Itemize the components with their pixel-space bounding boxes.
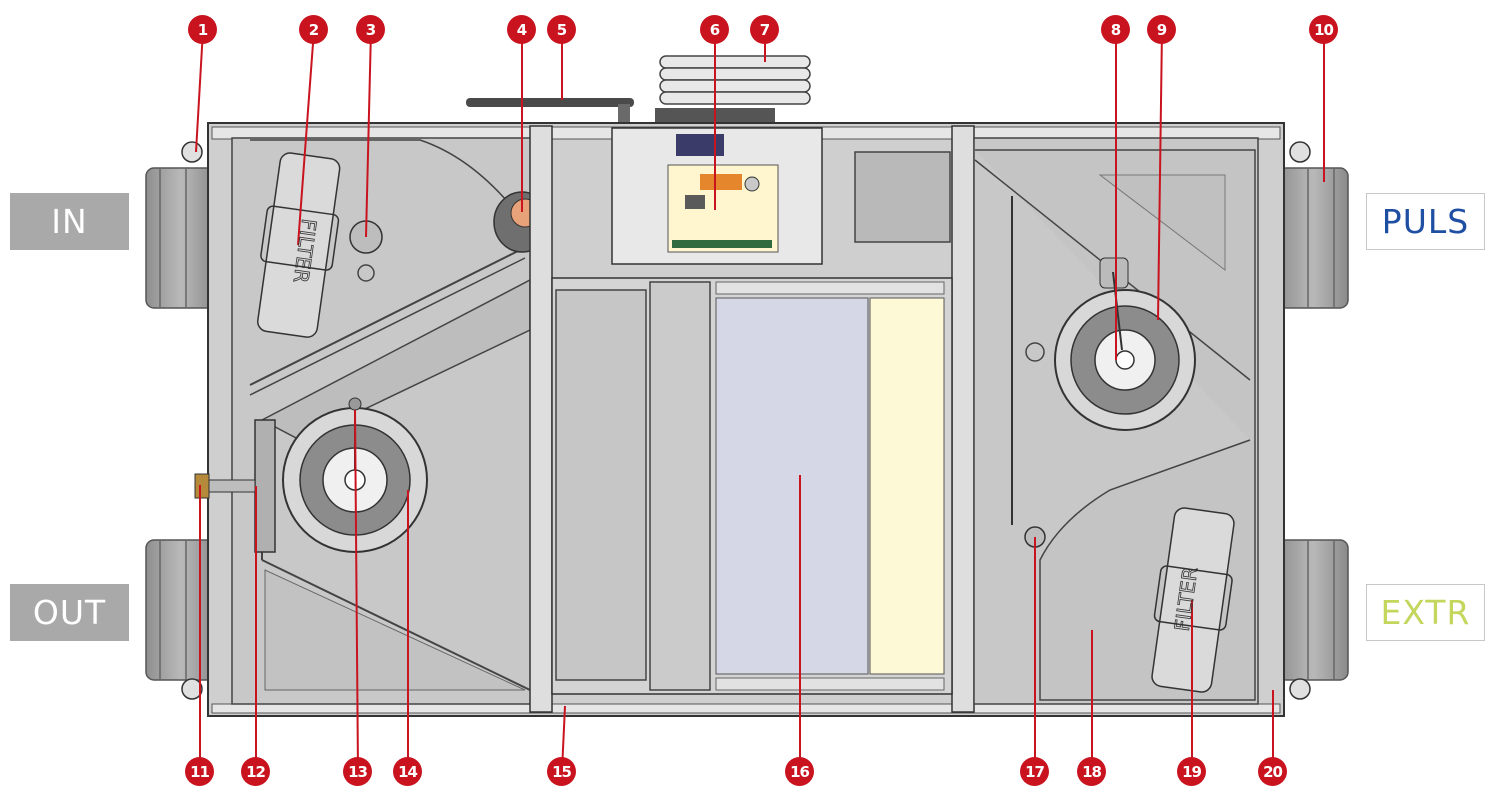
callout-11: 11: [185, 757, 214, 786]
duct-out: [145, 539, 217, 681]
callout-20: 20: [1258, 757, 1287, 786]
callout-10: 10: [1309, 15, 1338, 44]
fan-right: [1054, 257, 1196, 431]
leader-lines: [195, 29, 1325, 772]
callout-14: 14: [393, 757, 422, 786]
callout-1: 1: [188, 15, 217, 44]
label-extr: EXTR: [1366, 584, 1485, 641]
label-in: IN: [10, 193, 129, 250]
callout-3: 3: [356, 15, 385, 44]
mounting-points: [181, 141, 1311, 700]
callout-18: 18: [1077, 757, 1106, 786]
callout-9: 9: [1147, 15, 1176, 44]
callout-8: 8: [1101, 15, 1130, 44]
callout-7: 7: [750, 15, 779, 44]
callout-13: 13: [343, 757, 372, 786]
callout-4: 4: [507, 15, 536, 44]
duct-puls: [1277, 167, 1349, 309]
heat-exchanger: [551, 277, 953, 695]
coiled-cable: [655, 55, 811, 124]
label-out: OUT: [10, 584, 129, 641]
callout-19: 19: [1177, 757, 1206, 786]
callout-15: 15: [547, 757, 576, 786]
duct-extr: [1277, 539, 1349, 681]
callout-16: 16: [785, 757, 814, 786]
wifi-antenna: [466, 98, 634, 126]
callout-2: 2: [299, 15, 328, 44]
control-board: [611, 127, 823, 265]
callout-6: 6: [700, 15, 729, 44]
callout-5: 5: [547, 15, 576, 44]
duct-in: [145, 167, 217, 309]
callout-17: 17: [1020, 757, 1049, 786]
callout-12: 12: [241, 757, 270, 786]
label-puls: PULS: [1366, 193, 1485, 250]
